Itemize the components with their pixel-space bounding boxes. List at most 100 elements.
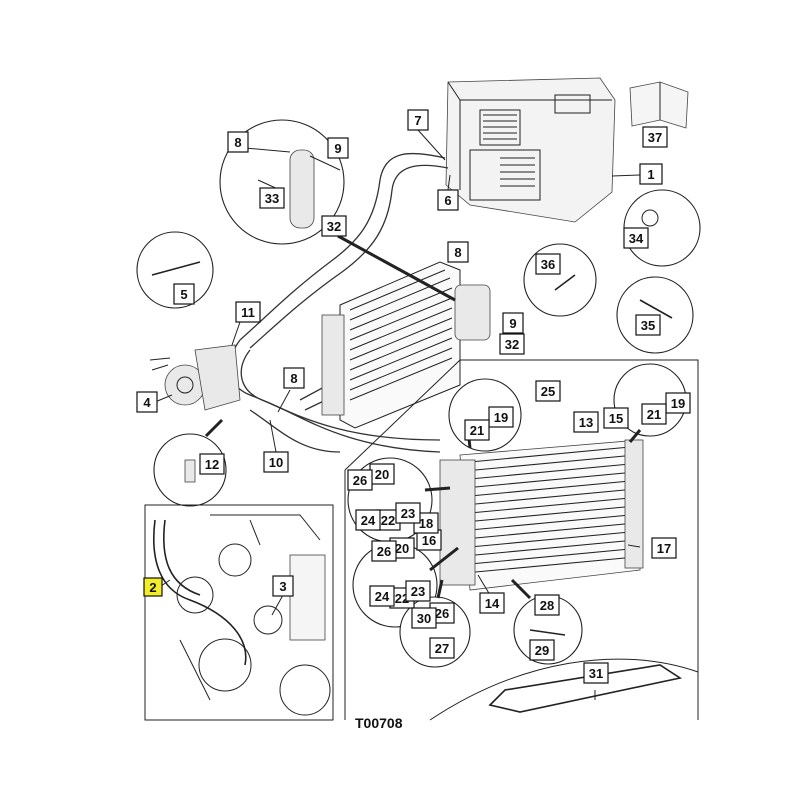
callout-24-upper[interactable]: 24 [355,509,381,531]
callout-text: 20 [395,541,409,556]
callout-text: 26 [435,606,449,621]
callout-text: 9 [509,316,516,331]
callout-8-condenser[interactable]: 8 [447,241,469,263]
callout-25[interactable]: 25 [535,380,561,402]
callout-text: 14 [485,596,500,611]
callout-text: 21 [470,423,484,438]
callout-text: 12 [205,457,219,472]
callout-9-condenser[interactable]: 9 [502,312,524,334]
callout-text: 28 [540,598,554,613]
callout-31[interactable]: 31 [583,662,609,684]
callout-text: 23 [401,506,415,521]
callout-text: 7 [414,113,421,128]
callout-8-hose[interactable]: 8 [283,367,305,389]
callout-35[interactable]: 35 [635,314,661,336]
callout-text: 5 [180,287,187,302]
callout-text: 3 [279,579,286,594]
callout-19-left[interactable]: 19 [488,406,514,428]
callout-2[interactable]: 2 [143,577,163,597]
compressor [149,344,241,411]
callout-5[interactable]: 5 [173,283,195,305]
callout-text: 21 [647,407,661,422]
callout-6[interactable]: 6 [437,189,459,211]
callout-text: 11 [241,305,255,320]
callout-30[interactable]: 30 [411,607,437,629]
callout-12[interactable]: 12 [199,453,225,475]
condenser-fin [469,463,631,480]
callout-text: 6 [444,193,451,208]
manual-booklet [629,81,689,129]
callout-text: 19 [671,396,685,411]
callout-text: 24 [361,513,376,528]
callout-27[interactable]: 27 [429,637,455,659]
callout-text: 4 [143,395,151,410]
callout-19-right[interactable]: 19 [665,392,691,414]
callout-24-lower[interactable]: 24 [369,585,395,607]
callout-22-upper[interactable]: 22 [375,509,401,531]
callout-11[interactable]: 11 [235,301,261,323]
callout-32-condenser[interactable]: 32 [499,333,525,355]
callout-text: 8 [290,371,297,386]
callout-23-upper[interactable]: 23 [395,502,421,524]
callout-26-lower[interactable]: 26 [371,540,397,562]
callout-text: 29 [535,643,549,658]
callout-37[interactable]: 37 [642,126,668,148]
callout-text: 16 [422,533,436,548]
callout-20-upper[interactable]: 20 [369,463,395,485]
callout-text: 17 [657,541,671,556]
condenser-fin [469,472,631,488]
callout-text: 36 [541,257,555,272]
callout-text: 8 [454,245,461,260]
callout-8-receiver[interactable]: 8 [227,131,249,153]
callout-10[interactable]: 10 [263,451,289,473]
callout-17[interactable]: 17 [651,537,677,559]
callout-text: 13 [579,415,593,430]
callout-36[interactable]: 36 [535,253,561,275]
callout-1[interactable]: 1 [639,163,663,185]
callout-text: 15 [609,411,623,426]
condenser-overview [321,261,491,429]
callout-text: 23 [411,584,425,599]
callout-21-left[interactable]: 21 [464,419,490,441]
condenser-fin [469,548,631,565]
callout-text: 34 [629,231,644,246]
callout-3[interactable]: 3 [272,575,294,597]
condenser-fin [469,531,631,548]
callout-text: 26 [353,473,367,488]
callout-text: 31 [589,666,603,681]
callout-7[interactable]: 7 [407,109,429,131]
callout-text: 33 [265,191,279,206]
callout-9-receiver[interactable]: 9 [327,137,349,159]
callout-text: 24 [375,589,390,604]
callout-14[interactable]: 14 [479,592,505,614]
callout-text: 37 [648,130,662,145]
condenser-fin [469,489,631,505]
condenser-fin [469,540,631,556]
callout-4[interactable]: 4 [136,391,158,413]
callout-text: 18 [419,516,433,531]
callout-text: 30 [417,611,431,626]
callout-text: 2 [149,580,156,595]
callout-32-receiver[interactable]: 32 [321,215,347,237]
callout-highlight [143,577,163,597]
callout-29[interactable]: 29 [529,639,555,661]
condenser-detail-frame [344,359,699,721]
callout-26-upper[interactable]: 26 [347,469,373,491]
callout-text: 19 [494,410,508,425]
condenser-fin [469,506,631,522]
callout-text: 8 [234,135,241,150]
callout-23-lower[interactable]: 23 [405,580,431,602]
callout-text: 25 [541,384,555,399]
callout-33[interactable]: 33 [259,187,285,209]
callout-text: 22 [381,513,395,528]
callout-34[interactable]: 34 [623,227,649,249]
callout-13[interactable]: 13 [573,411,599,433]
callout-21-right[interactable]: 21 [641,403,667,425]
callout-text: 35 [641,318,655,333]
callout-text: 32 [327,219,341,234]
condenser-fin [469,455,631,471]
callout-15[interactable]: 15 [603,407,629,429]
callout-28[interactable]: 28 [534,594,560,616]
condenser-fin [469,523,631,539]
